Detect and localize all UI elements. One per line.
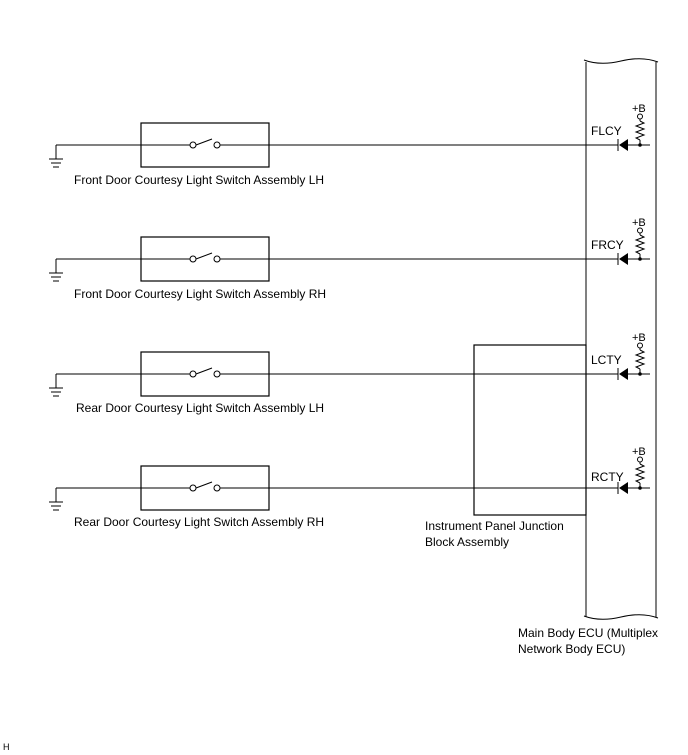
resistor-icon bbox=[634, 463, 646, 484]
main-body-ecu bbox=[583, 58, 659, 620]
diode-icon bbox=[617, 253, 628, 265]
junction-block-box bbox=[473, 344, 587, 516]
ground-icon bbox=[49, 387, 63, 397]
circuit-row-rear-lh: +B LCTY Rear Door Courtesy Light Switch … bbox=[49, 332, 650, 415]
corner-mark: H bbox=[3, 742, 10, 752]
supply-terminal-icon bbox=[637, 456, 643, 463]
resistor-icon bbox=[634, 234, 646, 255]
ecu-label-line2: Network Body ECU) bbox=[518, 642, 625, 656]
resistor-icon bbox=[634, 120, 646, 141]
supply-terminal-icon bbox=[637, 113, 643, 120]
junction-block-label-line1: Instrument Panel Junction bbox=[425, 519, 564, 533]
switch-label: Front Door Courtesy Light Switch Assembl… bbox=[74, 287, 326, 301]
resistor-icon bbox=[634, 349, 646, 370]
ground-icon bbox=[49, 272, 63, 282]
switch-contact-icon bbox=[189, 252, 221, 263]
ground-icon bbox=[49, 158, 63, 168]
terminal-label: LCTY bbox=[591, 353, 622, 367]
terminal-label: FLCY bbox=[591, 124, 622, 138]
diode-icon bbox=[617, 482, 628, 494]
terminal-label: FRCY bbox=[591, 238, 624, 252]
switch-contact-icon bbox=[189, 138, 221, 149]
switch-contact-icon bbox=[189, 367, 221, 378]
supply-label: +B bbox=[632, 332, 646, 344]
switch-label: Front Door Courtesy Light Switch Assembl… bbox=[74, 173, 324, 187]
terminal-label: RCTY bbox=[591, 470, 624, 484]
switch-contact-icon bbox=[189, 481, 221, 492]
junction-block-label-line2: Block Assembly bbox=[425, 535, 509, 549]
ground-icon bbox=[49, 501, 63, 511]
ecu-label-line1: Main Body ECU (Multiplex bbox=[518, 626, 658, 640]
circuit-row-front-lh: +B FLCY Front Door Courtesy Light Switch… bbox=[49, 103, 650, 187]
supply-label: +B bbox=[632, 446, 646, 458]
supply-label: +B bbox=[632, 217, 646, 229]
switch-label: Rear Door Courtesy Light Switch Assembly… bbox=[76, 401, 324, 415]
supply-label: +B bbox=[632, 103, 646, 115]
supply-terminal-icon bbox=[637, 227, 643, 234]
supply-terminal-icon bbox=[637, 342, 643, 349]
switch-label: Rear Door Courtesy Light Switch Assembly… bbox=[74, 515, 324, 529]
diode-icon bbox=[617, 139, 628, 151]
circuit-row-front-rh: +B FRCY Front Door Courtesy Light Switch… bbox=[49, 217, 650, 301]
circuit-row-rear-rh: +B RCTY Rear Door Courtesy Light Switch … bbox=[49, 446, 650, 529]
diode-icon bbox=[617, 368, 628, 380]
